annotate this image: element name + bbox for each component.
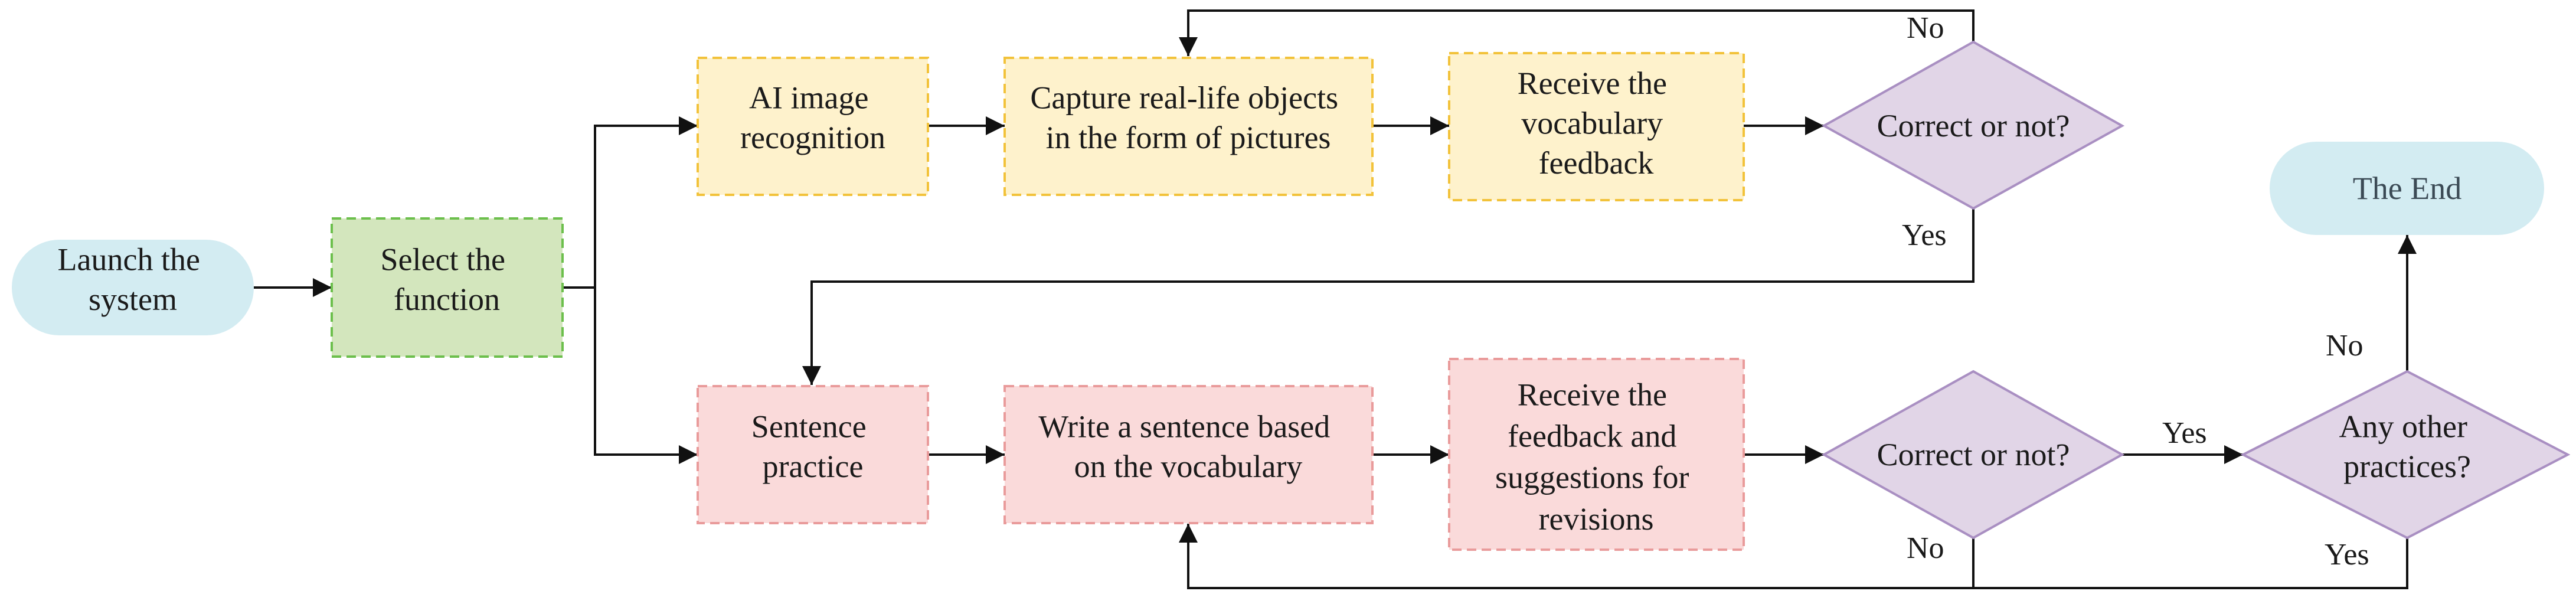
edge-split-to-ai-image (594, 116, 698, 288)
receive-vocab-shape (1448, 52, 1745, 201)
receive-feedback-shape (1448, 358, 1745, 551)
sentence-line-1: Sentence (751, 409, 867, 444)
ai-image-line-2: recognition (740, 120, 885, 155)
receive-feedback-line-1: Receive the (1518, 377, 1667, 412)
receive-feedback-line-2: feedback and (1508, 419, 1676, 454)
any-other-line-2: practices? (2343, 449, 2471, 484)
edge-split-to-sentence (594, 288, 698, 464)
write-shape (1003, 385, 1374, 524)
launch-line-2: system (89, 282, 177, 317)
receive-vocab-line-3: feedback (1539, 145, 1654, 181)
receive-vocab-line-2: vocabulary (1521, 106, 1663, 141)
correct-bottom-node: Correct or not? (1821, 370, 2125, 540)
launch-text: Launch the system (58, 241, 208, 317)
receive-vocab-text: Receive the vocabulary feedback (1518, 66, 1675, 181)
select-function-shape (331, 217, 564, 358)
sentence-line-2: practice (763, 449, 864, 484)
receive-feedback-node: Receive the feedback and suggestions for… (1448, 358, 1745, 551)
end-text: The End (2353, 171, 2461, 206)
correct-top-node: Correct or not? (1821, 40, 2125, 210)
any-other-line-1: Any other (2339, 409, 2467, 444)
ai-image-node: AI image recognition (697, 57, 929, 196)
correct-top-diamond (1821, 40, 2125, 210)
edge-other-yes-loop (1973, 538, 2408, 589)
write-line-1: Write a sentence based (1038, 409, 1330, 444)
ai-image-shape (697, 57, 929, 196)
any-other-text: Any other practices? (2339, 409, 2476, 484)
label-top-no: No (1907, 11, 1944, 45)
select-function-line-1: Select the (381, 241, 505, 277)
correct-bottom-text: Correct or not? (1877, 437, 2070, 472)
launch-node: Launch the system (12, 240, 254, 335)
sentence-shape (697, 385, 929, 524)
correct-bottom-diamond (1821, 370, 2125, 540)
end-node: The End (2270, 142, 2544, 235)
capture-node: Capture real-life objects in the form of… (1003, 57, 1374, 196)
receive-feedback-text: Receive the feedback and suggestions for… (1495, 377, 1697, 537)
capture-line-2: in the form of pictures (1046, 120, 1331, 155)
write-node: Write a sentence based on the vocabulary (1003, 385, 1374, 524)
select-function-node: Select the function (331, 217, 564, 358)
receive-vocab-node: Receive the vocabulary feedback (1448, 52, 1745, 201)
select-function-text: Select the function (381, 241, 514, 317)
label-other-no: No (2326, 329, 2363, 363)
receive-feedback-line-3: suggestions for (1495, 460, 1689, 495)
connectors (254, 9, 2417, 589)
receive-feedback-line-4: revisions (1539, 501, 1654, 537)
label-other-yes: Yes (2325, 538, 2369, 572)
select-function-line-2: function (394, 282, 500, 317)
launch-shape (12, 240, 254, 335)
correct-top-text: Correct or not? (1877, 108, 2070, 143)
end-shape (2270, 142, 2544, 235)
ai-image-text: AI image recognition (740, 80, 885, 155)
capture-line-1: Capture real-life objects (1030, 80, 1338, 115)
capture-shape (1003, 57, 1374, 196)
write-line-2: on the vocabulary (1074, 449, 1303, 484)
capture-text: Capture real-life objects in the form of… (1030, 80, 1346, 155)
any-other-diamond (2240, 370, 2571, 540)
edge-top-no-loop (1179, 9, 1975, 56)
any-other-node: Any other practices? (2240, 370, 2571, 540)
label-bottom-yes: Yes (2162, 416, 2207, 450)
edge-top-yes-to-sentence (802, 208, 1975, 385)
sentence-text: Sentence practice (751, 409, 874, 484)
ai-image-line-1: AI image (749, 80, 868, 115)
edge-bottom-no-loop (1179, 524, 1975, 589)
label-top-yes: Yes (1902, 218, 1947, 252)
sentence-node: Sentence practice (697, 385, 929, 524)
label-bottom-no: No (1907, 531, 1944, 565)
launch-line-1: Launch the (58, 241, 200, 277)
write-text: Write a sentence based on the vocabulary (1038, 409, 1338, 484)
receive-vocab-line-1: Receive the (1518, 66, 1667, 101)
edge-labels: No Yes Yes No No Yes (1902, 11, 2369, 572)
